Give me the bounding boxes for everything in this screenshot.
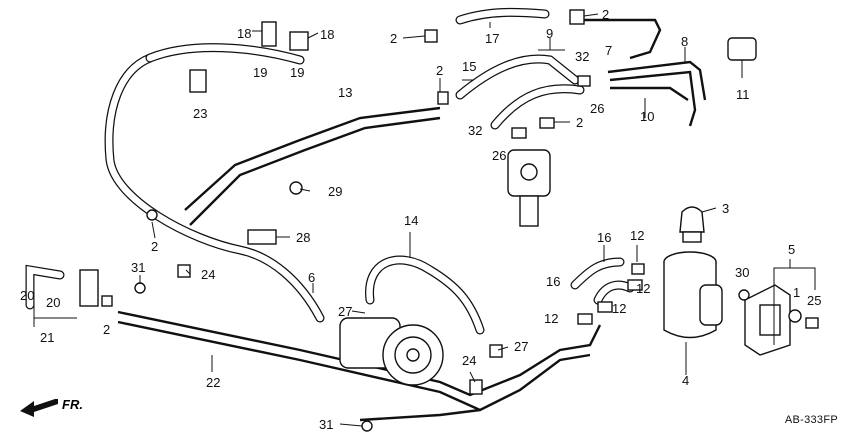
callout-26-lower: 26 bbox=[492, 148, 507, 163]
hoses bbox=[25, 7, 635, 335]
callout-8: 8 bbox=[681, 34, 689, 49]
callout-12-lower-right: 12 bbox=[612, 301, 627, 316]
callout-30: 30 bbox=[735, 265, 750, 280]
callout-12-upper: 12 bbox=[630, 228, 645, 243]
callout-18-right: 18 bbox=[320, 27, 335, 42]
small-parts bbox=[79, 9, 819, 432]
callout-25: 25 bbox=[807, 293, 822, 308]
callout-21: 21 bbox=[40, 330, 55, 345]
callout-14: 14 bbox=[404, 213, 419, 228]
callout-24-lower: 24 bbox=[462, 353, 477, 368]
callout-24-upper: 24 bbox=[201, 267, 216, 282]
callout-2-mid-left: 2 bbox=[436, 63, 444, 78]
callout-27-upper: 27 bbox=[338, 304, 353, 319]
front-direction-indicator: FR. bbox=[20, 397, 83, 424]
callout-12-lower-left: 12 bbox=[544, 311, 559, 326]
reservoir-cap bbox=[679, 206, 705, 243]
callout-2-valve: 2 bbox=[576, 115, 584, 130]
callout-29: 29 bbox=[328, 184, 343, 199]
callout-32-upper: 32 bbox=[575, 49, 590, 64]
callout-15: 15 bbox=[462, 59, 477, 74]
callout-20-right: 20 bbox=[46, 295, 61, 310]
callout-3: 3 bbox=[722, 201, 730, 216]
callout-27-lower: 27 bbox=[514, 339, 529, 354]
front-arrow-icon bbox=[20, 398, 58, 417]
callout-23: 23 bbox=[193, 106, 208, 121]
callout-9: 9 bbox=[546, 26, 554, 41]
pipes-7-8-10 bbox=[575, 18, 707, 127]
callout-6: 6 bbox=[308, 270, 316, 285]
pipe-22 bbox=[117, 310, 602, 422]
callout-11: 11 bbox=[736, 87, 750, 102]
callout-31-upper: 31 bbox=[131, 260, 146, 275]
callout-19-right: 19 bbox=[290, 65, 305, 80]
callout-4: 4 bbox=[682, 373, 690, 388]
callout-2-top-left: 2 bbox=[390, 31, 398, 46]
callout-1: 1 bbox=[793, 285, 801, 300]
callout-16-lower: 16 bbox=[546, 274, 561, 289]
callout-19-left: 19 bbox=[253, 65, 268, 80]
callout-26-upper: 26 bbox=[590, 101, 605, 116]
power-steering-pump bbox=[339, 317, 444, 386]
callout-5: 5 bbox=[788, 242, 796, 257]
callout-28: 28 bbox=[296, 230, 311, 245]
callout-2-left-mid: 2 bbox=[151, 239, 159, 254]
callout-32-lower: 32 bbox=[468, 123, 483, 138]
front-label: FR. bbox=[62, 397, 83, 412]
reservoir bbox=[663, 251, 723, 339]
leader-lines bbox=[33, 13, 816, 427]
callout-22: 22 bbox=[206, 375, 221, 390]
callout-13: 13 bbox=[338, 85, 353, 100]
callout-7: 7 bbox=[605, 43, 613, 58]
callout-31-lower: 31 bbox=[319, 417, 334, 432]
callout-20-left: 20 bbox=[20, 288, 35, 303]
reservoir-bracket bbox=[744, 284, 791, 356]
valve-body bbox=[507, 149, 551, 227]
callout-17: 17 bbox=[485, 31, 500, 46]
callout-2-top-right: 2 bbox=[602, 7, 610, 22]
callout-16-upper: 16 bbox=[597, 230, 612, 245]
diagram-code: AB-333FP bbox=[784, 414, 838, 426]
callout-12-mid: 12 bbox=[636, 281, 651, 296]
callout-10: 10 bbox=[640, 109, 655, 124]
callout-18-left: 18 bbox=[237, 26, 252, 41]
pipe-13 bbox=[184, 106, 441, 226]
callout-2-bottom-left: 2 bbox=[103, 322, 111, 337]
